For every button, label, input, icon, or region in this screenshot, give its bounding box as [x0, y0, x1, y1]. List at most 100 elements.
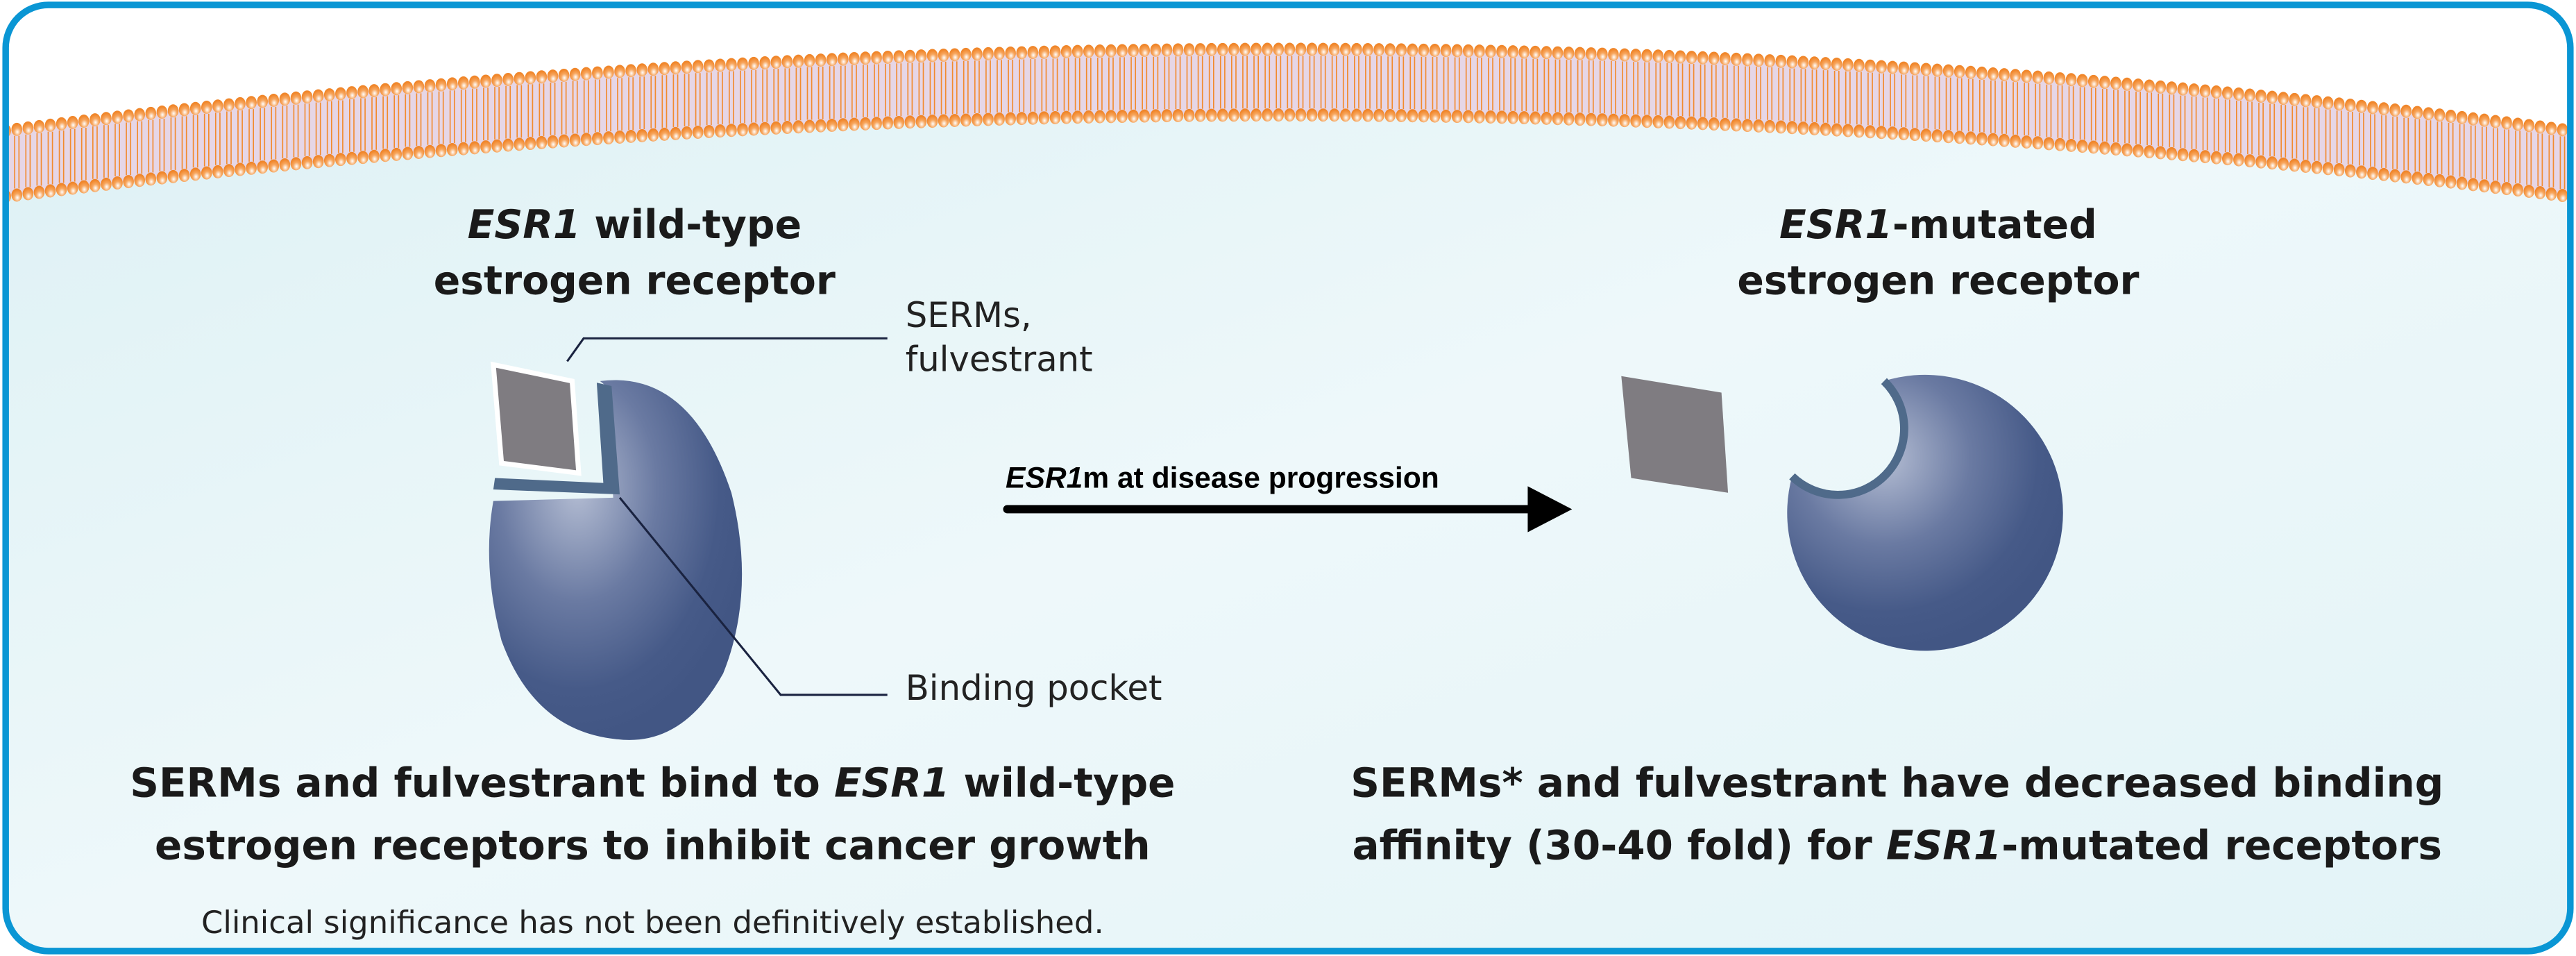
lipid-head: [536, 70, 548, 84]
lipid-head: [189, 167, 201, 181]
lipid-head: [1105, 110, 1117, 124]
lipid-head: [1608, 48, 1619, 62]
lipid-head: [1942, 64, 1954, 78]
lipid-head: [580, 67, 592, 81]
lipid-head: [1351, 108, 1362, 122]
lipid-head: [1675, 50, 1686, 64]
lipid-head: [1083, 44, 1094, 58]
lipid-head: [2289, 158, 2300, 172]
lipid-head: [2233, 87, 2244, 101]
lipid-head: [424, 79, 436, 93]
lipid-head: [145, 172, 157, 186]
lipid-head: [435, 78, 447, 92]
lipid-head: [2210, 85, 2222, 99]
lipid-head: [1530, 111, 1541, 125]
lipid-head: [2222, 152, 2233, 166]
lipid-head: [1262, 108, 1273, 122]
lipid-head: [357, 85, 368, 99]
lipid-head: [781, 121, 793, 134]
lipid-head: [1429, 109, 1441, 123]
lipid-head: [670, 126, 681, 140]
lipid-head: [1585, 112, 1597, 126]
lipid-head: [592, 132, 603, 146]
lipid-head: [2322, 96, 2334, 110]
lipid-head: [1251, 42, 1262, 56]
lipid-head: [1317, 108, 1329, 122]
lipid-head: [301, 90, 313, 104]
lipid-head: [2300, 94, 2312, 108]
lipid-head: [1641, 115, 1653, 128]
lipid-head: [235, 97, 246, 110]
lipid-head: [2479, 179, 2490, 193]
lipid-head: [592, 66, 603, 80]
lipid-head: [1384, 43, 1396, 57]
lipid-head: [2512, 117, 2523, 131]
lipid-head: [2010, 134, 2021, 148]
lipid-head: [22, 187, 34, 201]
lipid-head: [2065, 138, 2077, 152]
lipid-head: [235, 162, 246, 176]
lipid-head: [882, 50, 893, 64]
lipid-head: [1239, 108, 1251, 122]
lipid-head: [101, 112, 112, 126]
lipid-head: [279, 158, 291, 171]
lipid-head: [1217, 42, 1228, 56]
lipid-head: [1183, 43, 1195, 57]
lipid-head: [849, 117, 860, 131]
lipid-head: [1440, 109, 1452, 123]
clinical-note: Clinical significance has not been defin…: [201, 904, 1104, 941]
lipid-head: [1228, 42, 1239, 56]
lipid-head: [2087, 74, 2099, 88]
lipid-head: [2177, 82, 2189, 96]
lipid-head: [156, 171, 168, 185]
lipid-head: [2400, 170, 2412, 184]
lipid-head: [1797, 121, 1809, 135]
lipid-head: [983, 47, 994, 60]
lipid-head: [1808, 56, 1820, 70]
lipid-head: [1027, 111, 1039, 125]
lipid-head: [2467, 112, 2479, 126]
lipid-head: [56, 117, 67, 131]
lipid-head: [1641, 49, 1653, 62]
lipid-head: [1820, 57, 1831, 71]
lipid-head: [1462, 44, 1474, 58]
lipid-head: [1775, 54, 1787, 68]
lipid-head: [223, 98, 235, 112]
lipid-head: [1619, 48, 1630, 62]
lipid-head: [2233, 153, 2244, 167]
lipid-head: [2110, 142, 2121, 156]
lipid-head: [2322, 162, 2334, 176]
lipid-head: [246, 161, 257, 175]
lipid-head: [2099, 141, 2110, 155]
lipid-head: [2043, 71, 2055, 85]
lipid-head: [2445, 110, 2457, 123]
lipid-head: [268, 159, 280, 173]
lipid-head: [1731, 52, 1742, 66]
lipid-head: [1205, 108, 1217, 122]
lipid-head: [123, 175, 134, 189]
lipid-head: [2557, 189, 2568, 203]
lipid-head: [793, 120, 804, 134]
lipid-head: [2255, 90, 2266, 103]
lipid-head: [2266, 90, 2278, 104]
lipid-head: [2155, 80, 2167, 94]
arrow-right-icon: [1003, 486, 1573, 532]
lipid-head: [2177, 148, 2189, 162]
lipid-head: [1005, 47, 1016, 60]
lipid-head: [2121, 143, 2133, 157]
lipid-head: [915, 115, 927, 128]
lipid-head: [1842, 124, 1854, 137]
lipid-head: [793, 54, 804, 68]
lipid-head: [1485, 110, 1496, 124]
lipid-head: [2523, 185, 2535, 199]
lipid-head: [1965, 65, 1976, 79]
lipid-head: [1150, 109, 1162, 123]
lipid-head: [659, 127, 670, 141]
lipid-head: [1117, 44, 1128, 58]
lipid-head: [1273, 42, 1285, 56]
lipid-head: [2076, 140, 2088, 153]
lipid-head: [1139, 43, 1151, 57]
lipid-head: [1060, 110, 1072, 124]
lipid-head: [1306, 108, 1318, 122]
